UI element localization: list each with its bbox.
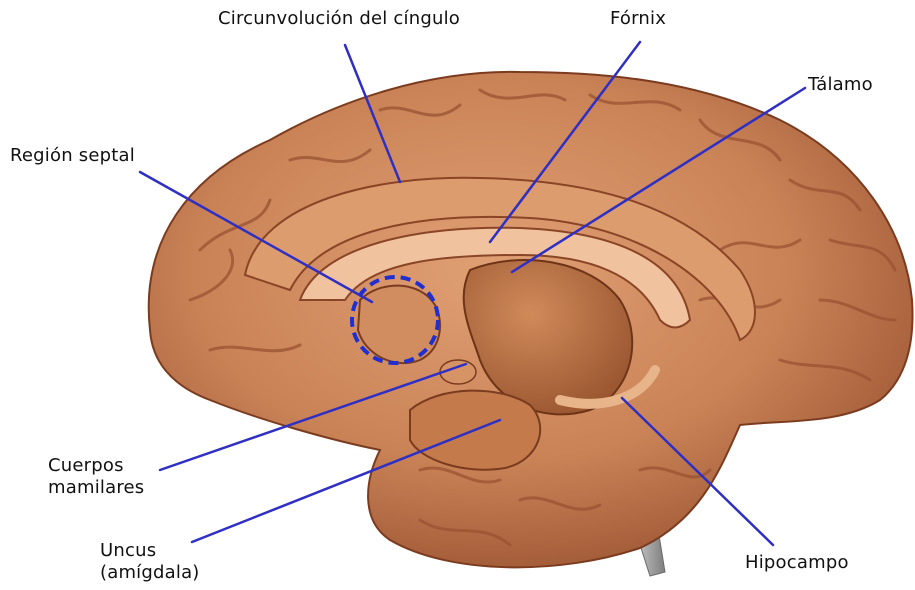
label-septal: Región septal	[10, 145, 135, 167]
label-fornix: Fórnix	[610, 8, 666, 30]
label-uncus-line2: (amígdala)	[100, 562, 200, 584]
label-mammillary-line2: mamilares	[48, 477, 144, 499]
label-uncus-line1: Uncus	[100, 540, 200, 562]
label-uncus: Uncus (amígdala)	[100, 540, 200, 584]
label-mammillary-line1: Cuerpos	[48, 455, 144, 477]
label-cingulate: Circunvolución del cíngulo	[218, 8, 460, 30]
label-hippocampus: Hipocampo	[745, 552, 849, 574]
label-mammillary: Cuerpos mamilares	[48, 455, 144, 499]
label-thalamus: Tálamo	[808, 74, 873, 96]
